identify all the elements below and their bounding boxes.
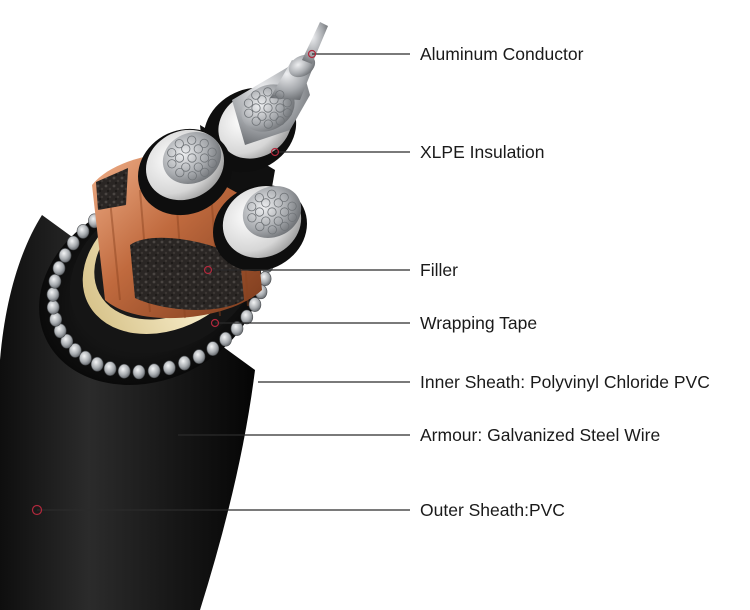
conductor-strand bbox=[187, 171, 197, 181]
conductor-strand bbox=[287, 212, 297, 222]
conductor-strand bbox=[251, 116, 261, 126]
aluminum-strands-core-2 bbox=[167, 135, 217, 181]
conductor-strand bbox=[251, 90, 261, 100]
armour-wire bbox=[49, 312, 63, 327]
conductor-strand bbox=[275, 90, 285, 100]
filler-block bbox=[130, 237, 244, 310]
conductor-strand bbox=[263, 87, 273, 97]
aluminum-strands-core-3 bbox=[247, 189, 297, 235]
armour-wire bbox=[46, 287, 60, 302]
conductor-strand bbox=[275, 103, 285, 113]
conductor-strand bbox=[181, 162, 191, 172]
conductor-strand bbox=[244, 108, 254, 118]
armour-wire bbox=[68, 343, 82, 358]
conductor-strand bbox=[193, 144, 203, 154]
conductor-strand bbox=[174, 153, 185, 163]
armour-wire bbox=[248, 297, 262, 312]
conductor-strand bbox=[269, 111, 279, 121]
conductor-strand bbox=[257, 95, 267, 105]
conductor-strand bbox=[279, 207, 290, 217]
conductor-strand bbox=[207, 158, 217, 168]
armour-wire bbox=[76, 224, 90, 239]
conductor-strand bbox=[247, 213, 257, 223]
conductor-strand bbox=[200, 167, 210, 177]
conductor-strand bbox=[287, 201, 297, 211]
aluminum-strands-core-1 bbox=[243, 87, 293, 129]
conductor-strand bbox=[269, 95, 279, 105]
armour-wire bbox=[48, 273, 62, 289]
label-outer-sheath: Outer Sheath:PVC bbox=[420, 500, 565, 520]
conductor-strand bbox=[257, 111, 267, 121]
armour-wire bbox=[206, 341, 220, 356]
leader-lines bbox=[37, 53, 410, 511]
conductor-strand bbox=[254, 207, 265, 217]
conductor-strand bbox=[279, 192, 289, 202]
armour-wire bbox=[163, 360, 176, 376]
armour-wire bbox=[147, 363, 161, 379]
label-wrapping-tape: Wrapping Tape bbox=[420, 313, 538, 333]
armour-wire bbox=[178, 355, 191, 371]
leader-markers bbox=[31, 49, 317, 516]
conductor-strand bbox=[275, 116, 285, 126]
armour-wire bbox=[90, 356, 104, 372]
label-xlpe-insulation: XLPE Insulation bbox=[420, 142, 545, 162]
conductor-strand bbox=[199, 138, 209, 148]
conductor-strand bbox=[273, 216, 283, 226]
conductor-strand bbox=[199, 153, 210, 163]
conductor-strand bbox=[267, 225, 277, 235]
conductor-strand bbox=[255, 222, 265, 232]
conductor-strand bbox=[282, 98, 292, 108]
conductor-strand bbox=[267, 207, 277, 217]
armour-wire bbox=[230, 321, 244, 336]
conductor-strand bbox=[280, 221, 290, 231]
armour-wire bbox=[103, 361, 117, 376]
conductor-strand bbox=[175, 168, 185, 178]
armour-wire bbox=[66, 235, 80, 251]
conductor-strand bbox=[187, 153, 197, 163]
conductor-strand bbox=[181, 144, 191, 154]
armour-wire bbox=[117, 363, 131, 379]
armour-wire bbox=[192, 349, 206, 364]
conductor-strand bbox=[174, 139, 184, 149]
conductor-strand bbox=[193, 162, 203, 172]
conductor-strand bbox=[261, 198, 271, 208]
conductor-strand bbox=[263, 103, 273, 113]
conductor-strand bbox=[273, 198, 283, 208]
armour-wire bbox=[132, 364, 146, 380]
conductor-strand bbox=[247, 202, 257, 212]
conductor-strand bbox=[254, 193, 264, 203]
conductor-strand bbox=[167, 159, 177, 169]
armour-wire bbox=[60, 333, 74, 349]
armour-wire bbox=[58, 248, 72, 263]
armour-wire bbox=[52, 260, 66, 276]
conductor-strand bbox=[187, 135, 197, 145]
conductor-strand bbox=[251, 103, 261, 113]
conductor-strand bbox=[282, 108, 293, 118]
armour-wire bbox=[46, 299, 60, 315]
conductor-strand bbox=[267, 189, 277, 199]
conductor-strand bbox=[167, 148, 177, 158]
armour-wire bbox=[219, 331, 232, 347]
label-inner-sheath: Inner Sheath: Polyvinyl Chloride PVC bbox=[420, 372, 710, 392]
conductor-strand bbox=[207, 147, 217, 157]
armour-wire bbox=[79, 350, 92, 366]
conductor-strand bbox=[243, 98, 254, 108]
conductor-strand bbox=[261, 216, 271, 226]
label-aluminum-conductor: Aluminum Conductor bbox=[420, 44, 584, 64]
label-filler: Filler bbox=[420, 260, 458, 280]
armour-wire bbox=[240, 309, 254, 325]
conductor-strand bbox=[263, 119, 273, 129]
label-armour: Armour: Galvanized Steel Wire bbox=[420, 425, 661, 445]
